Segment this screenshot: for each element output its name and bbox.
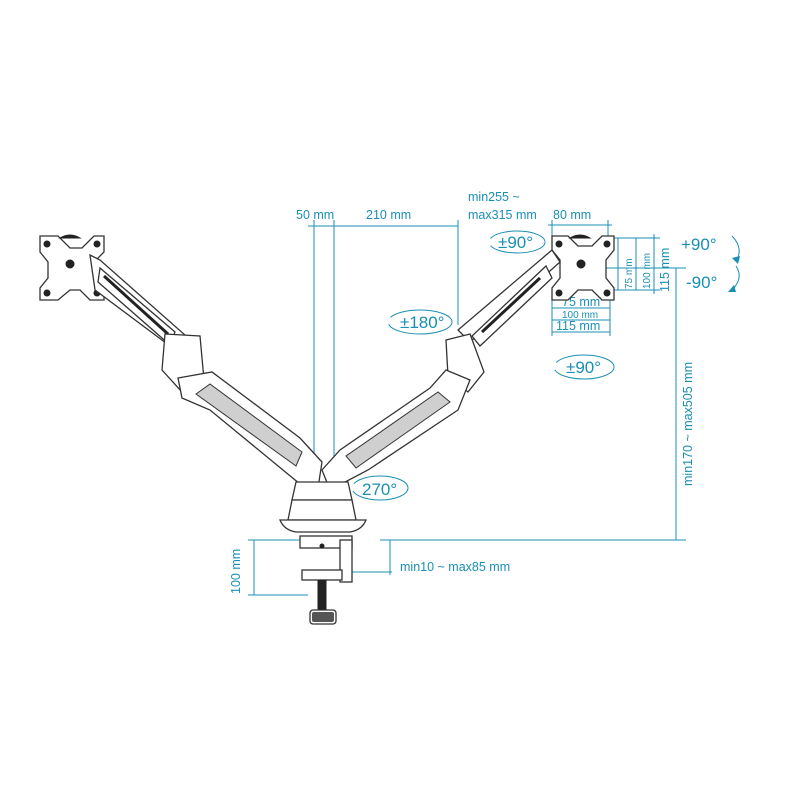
swivel-head-label: ±90° [498, 233, 533, 252]
dim-clamp-height: 100 mm [229, 549, 243, 594]
clamp-jaw [301, 569, 343, 581]
swivel-head2-arrow-icon [553, 354, 615, 380]
dim-vesa75-h: 75 mm [562, 295, 600, 309]
left-arm [89, 253, 323, 489]
swivel-arm-arrow-icon [387, 309, 453, 335]
dimension-lines [248, 220, 686, 596]
dim-vesa100-h: 100 mm [562, 310, 598, 321]
dim-210: 210 mm [366, 208, 411, 222]
swivel-head2-label: ±90° [566, 358, 601, 377]
dim-reach-max: max315 mm [468, 208, 537, 222]
dim-vesa75-v: 75 mm [624, 258, 635, 289]
dim-80: 80 mm [553, 208, 591, 222]
dim-reach-min: min255 ~ [468, 190, 520, 204]
base-rotation-label: 270° [362, 480, 397, 499]
base-rotation-arrow-icon [351, 475, 409, 501]
dimension-labels: 50 mm 210 mm min255 ~ max315 mm 80 mm 75… [229, 190, 695, 594]
right-arm [321, 249, 561, 491]
left-vesa-plate [39, 234, 105, 301]
dim-vesa115-v: 115 mm [658, 248, 672, 292]
dim-50: 50 mm [296, 208, 334, 222]
dim-clamp-range: min10 ~ max85 mm [400, 560, 510, 574]
right-vesa-plate [551, 234, 615, 301]
rotation-callouts: +90° -90° ±90° ±180° ±90° 270° [351, 230, 740, 501]
pole-and-clamp [279, 481, 367, 625]
dim-vesa115-h: 115 mm [556, 319, 600, 333]
clamp-body [339, 539, 353, 583]
swivel-arm-label: ±180° [400, 313, 445, 332]
clamp-screw [317, 579, 327, 611]
dim-vesa100-v: 100 mm [642, 253, 653, 289]
swivel-head-arrow-icon [488, 230, 546, 254]
tilt-up-label: +90° [681, 235, 717, 254]
dim-height: min170 ~ max505 mm [681, 362, 695, 486]
tilt-down-label: -90° [686, 273, 717, 292]
